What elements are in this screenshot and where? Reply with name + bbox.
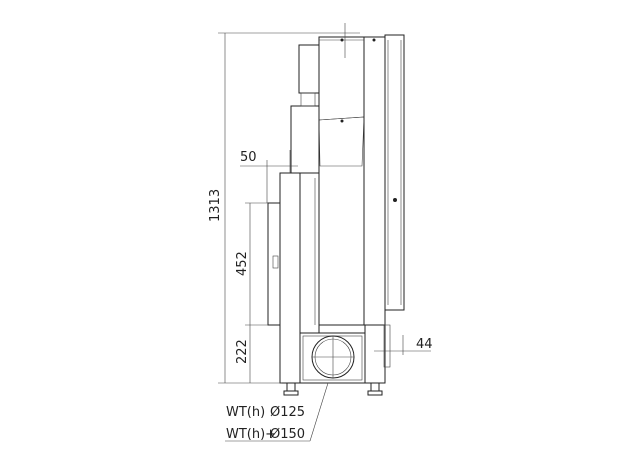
dimension-452: 452	[235, 251, 250, 276]
front-frame	[384, 34, 405, 311]
foot-left	[286, 382, 296, 392]
dimension-50: 50	[240, 150, 257, 165]
fireplace-body	[267, 34, 405, 396]
dimension-44: 44	[416, 337, 433, 352]
label-diameter-125: Ø125	[270, 405, 305, 420]
top-bracket	[298, 44, 320, 94]
right-lower-box	[364, 324, 386, 384]
main-column	[318, 36, 365, 326]
label-wt-h-plus: WT(h)+	[226, 427, 276, 442]
dimension-lines	[218, 23, 431, 442]
label-diameter-150: Ø150	[270, 427, 305, 442]
left-panel	[279, 172, 301, 384]
inner-panel	[318, 116, 365, 167]
upper-box	[290, 105, 320, 174]
foot-right	[370, 382, 380, 392]
dimension-222: 222	[235, 339, 250, 364]
front-column	[363, 36, 386, 326]
duct-box	[299, 332, 366, 384]
dimension-1313: 1313	[208, 189, 223, 222]
label-wt-h: WT(h)	[226, 405, 265, 420]
side-box	[267, 202, 281, 326]
